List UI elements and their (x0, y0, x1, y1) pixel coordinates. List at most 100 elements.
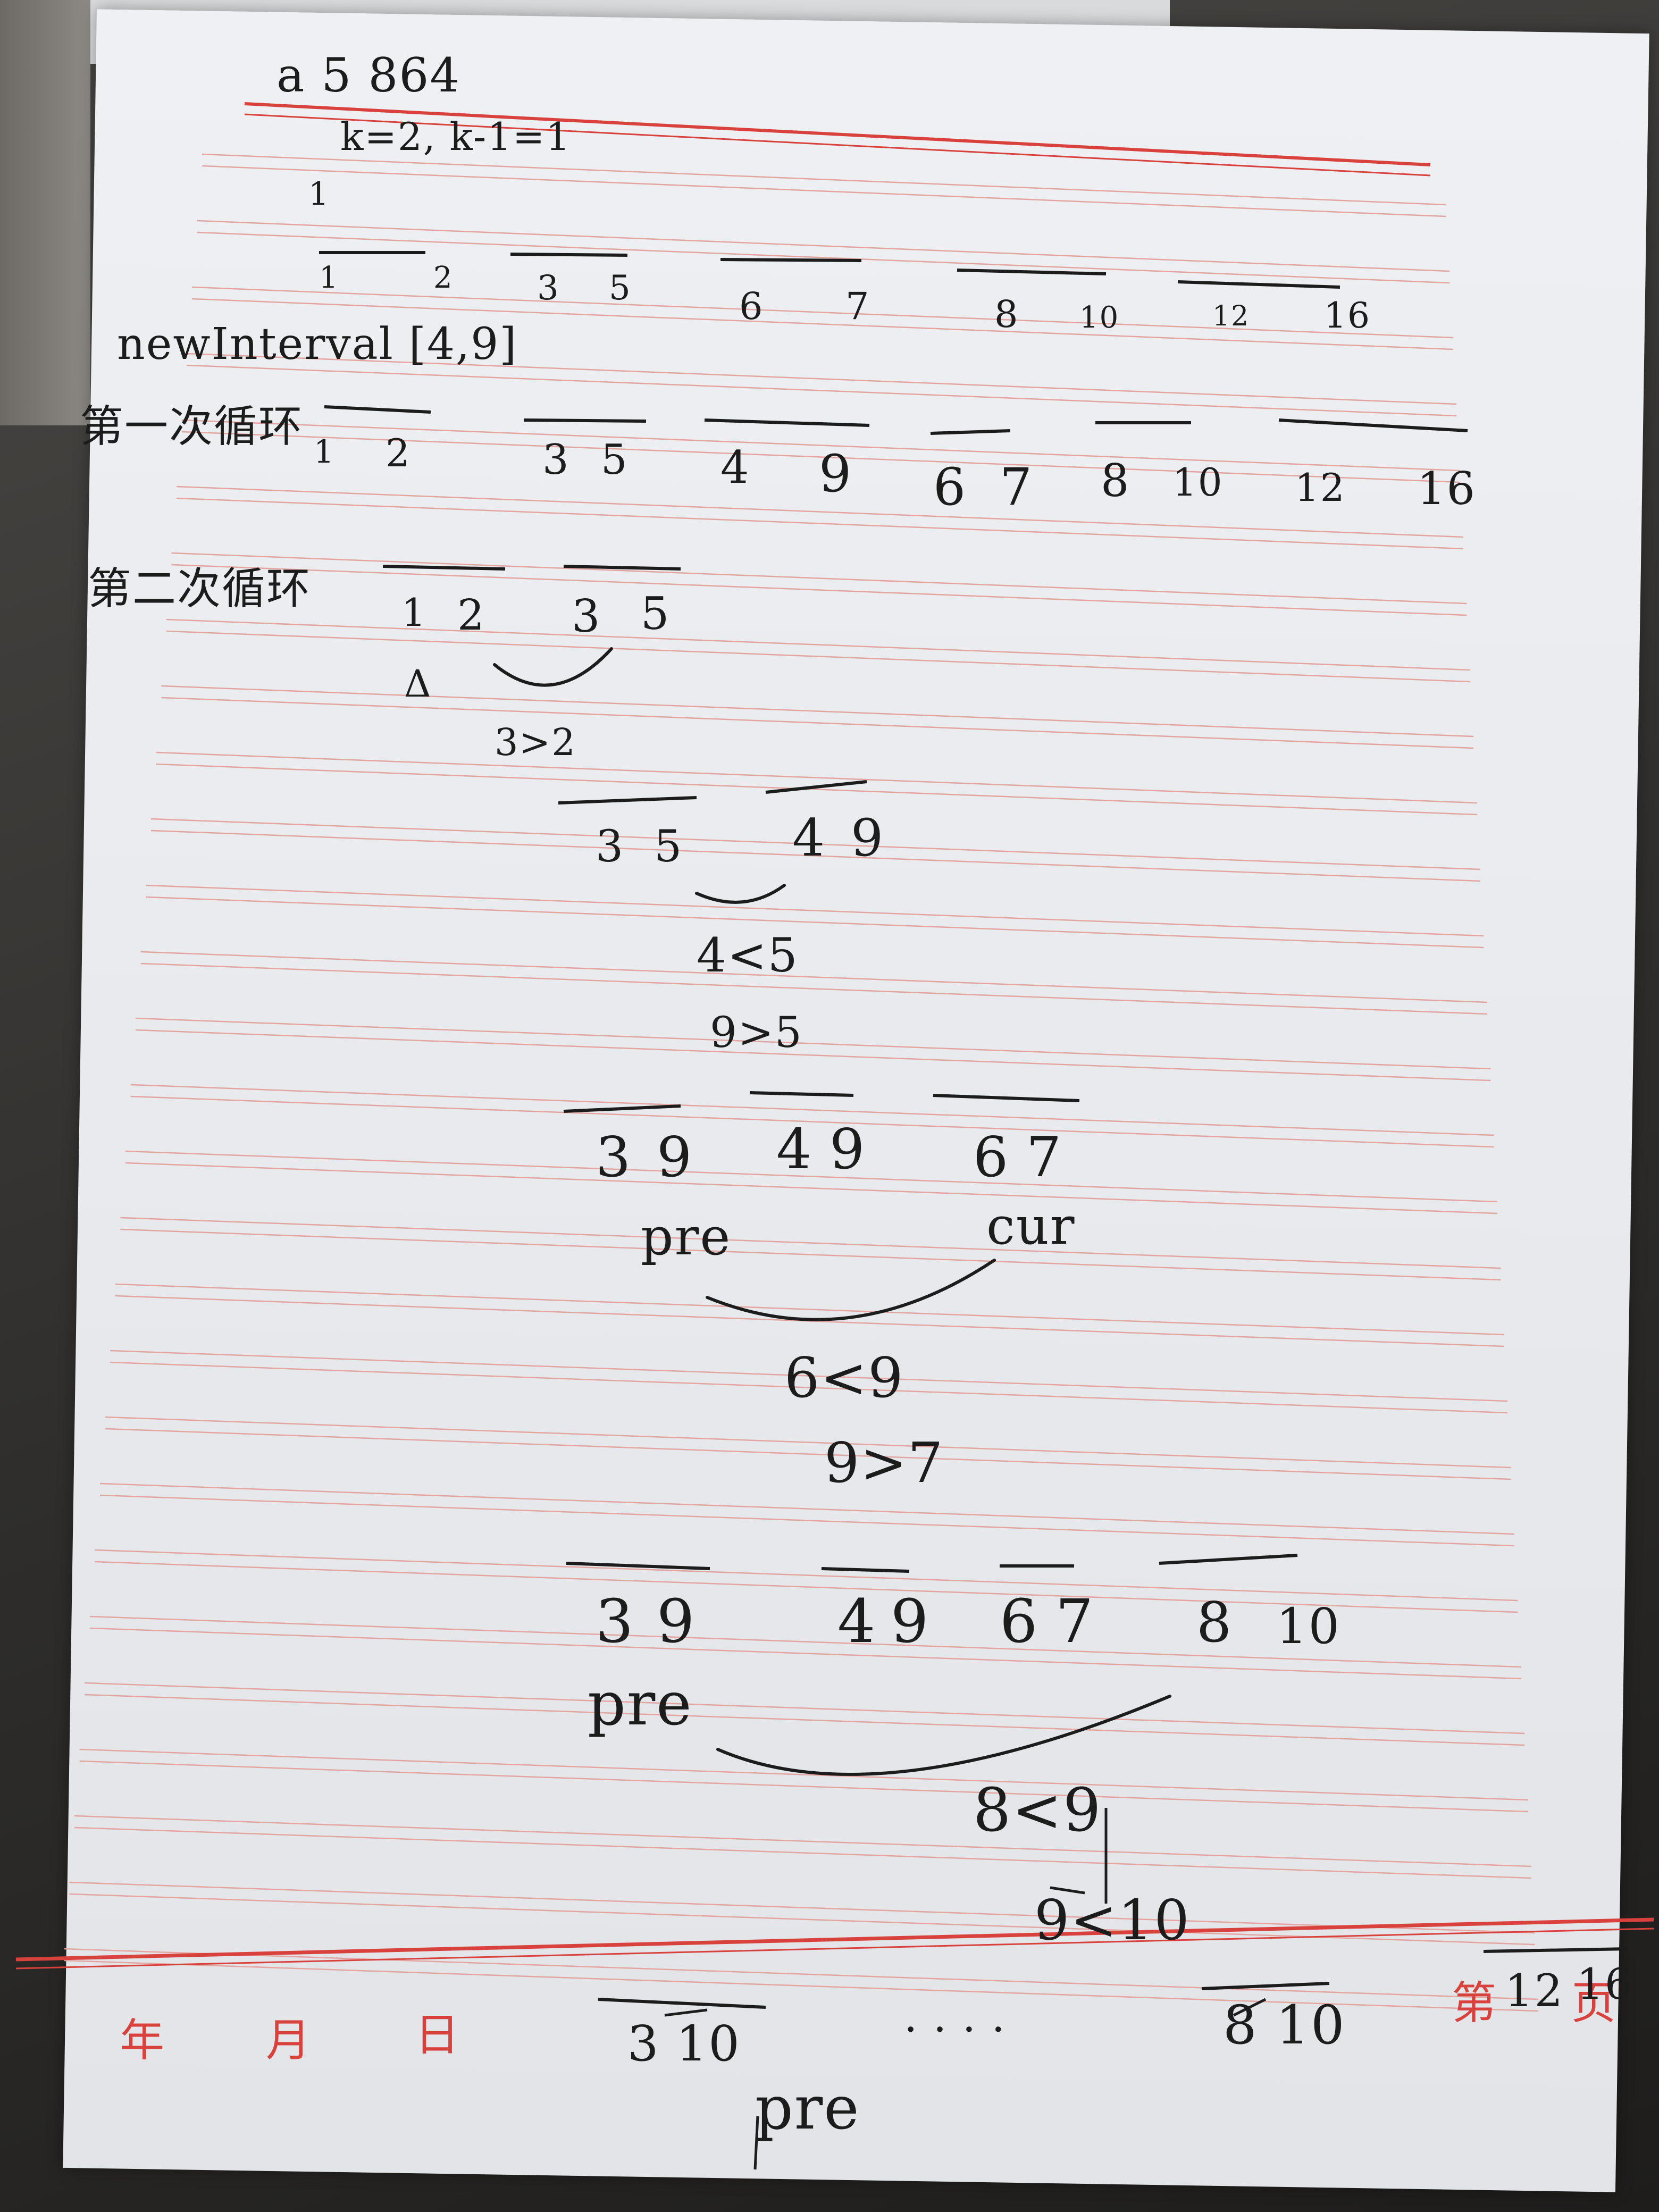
page-prefix: 第 (1452, 1977, 1498, 2029)
ruled-line (140, 962, 1487, 1015)
interval-overbar (510, 253, 628, 257)
interval-overbar (957, 269, 1107, 275)
interval-overbar (563, 1104, 681, 1113)
row0-value: 7 (845, 284, 870, 328)
bottom-interval-8-10: 8 10 (1223, 1994, 1346, 2056)
interval-overbar (704, 418, 870, 427)
interval-overbar (1483, 1947, 1628, 1953)
ruled-line (125, 1162, 1498, 1214)
ruled-line (110, 1361, 1508, 1414)
row1-value: 8 (1101, 455, 1130, 507)
header-note: a 5 864 (276, 48, 461, 103)
row1-value: 3 (542, 436, 570, 484)
ruled-line (171, 552, 1467, 605)
binder-edge (0, 0, 90, 425)
row5-value: 8 (1196, 1590, 1233, 1655)
interval-overbar (1177, 280, 1340, 289)
pre-label: pre (588, 1670, 693, 1739)
interval-overbar (765, 780, 867, 794)
ruled-line (69, 1893, 1535, 1946)
interval-overbar (324, 405, 431, 414)
row5-value: 10 (1276, 1598, 1341, 1655)
footer-year: 年 (120, 2014, 166, 2066)
ruled-line (85, 1682, 1525, 1735)
row0-value: 1 (319, 261, 339, 295)
ruled-line (105, 1428, 1511, 1480)
bottom-interval-3-10: 3 10 (627, 2015, 741, 2072)
ruled-line (191, 286, 1453, 339)
ruled-line (115, 1283, 1504, 1336)
interval-overbar (720, 258, 862, 262)
row1-value: 5 (601, 436, 629, 484)
row0-value: 10 (1079, 300, 1120, 335)
row2-value: 5 (641, 588, 671, 640)
page-overwrite-16: 16 (1577, 1959, 1633, 2009)
row2-value: 3 (572, 590, 601, 642)
ruled-line (161, 697, 1474, 749)
row1-value: 6 (933, 457, 967, 517)
row1-value: 10 (1172, 460, 1224, 505)
ruled-line (136, 1017, 1491, 1070)
interval-overbar (563, 565, 681, 571)
ruled-line (105, 1416, 1511, 1469)
loop2-label: 第二次循环 (88, 564, 312, 614)
ruled-line (171, 564, 1467, 616)
ruled-line (95, 1549, 1518, 1602)
new-interval-note: newInterval [4,9] (117, 319, 518, 370)
row0-value: 12 (1212, 300, 1250, 332)
row5-value: 9 (657, 1587, 696, 1656)
ruled-line (120, 1217, 1501, 1269)
ruled-line (89, 1615, 1521, 1668)
header-red-line (244, 102, 1431, 166)
ink-stroke (1233, 1998, 1267, 2017)
compare-arc (706, 1259, 996, 1321)
compare-arc (716, 1695, 1171, 1776)
row0-value: 6 (739, 284, 764, 328)
ruled-line (161, 685, 1474, 738)
ruled-line (136, 1029, 1491, 1082)
ruled-line (191, 298, 1453, 350)
ruled-line (187, 353, 1457, 405)
row1-value: 1 (314, 433, 336, 471)
compare-3-gt-2: 3>2 (495, 720, 576, 764)
footer-day: 日 (415, 2009, 461, 2061)
row1-value: 4 (720, 441, 750, 493)
ruled-line (146, 896, 1484, 949)
row4-value: 6 (973, 1125, 1010, 1189)
ruled-line (64, 1959, 1538, 2012)
ruled-line (89, 1627, 1521, 1680)
triangle-mark: Δ (404, 662, 432, 706)
interval-overbar (1159, 1554, 1298, 1565)
interval-overbar (1201, 1982, 1330, 1990)
ruled-line (69, 1881, 1535, 1934)
row0-value: 8 (994, 292, 1019, 336)
footer-red-line (15, 1917, 1654, 1962)
compare-arc (493, 647, 613, 687)
ruled-line (166, 630, 1470, 683)
compare-9-gt-7: 9>7 (824, 1430, 944, 1495)
ruled-line (130, 1084, 1494, 1136)
row2-value: 1 (401, 590, 427, 635)
row4-value: 7 (1026, 1125, 1063, 1189)
footer-month: 月 (266, 2014, 312, 2066)
interval-overbar (933, 1094, 1080, 1102)
row3-value: 5 (654, 822, 683, 872)
interval-overbar (930, 429, 1011, 435)
ink-stroke (1050, 1886, 1085, 1895)
row1-value: 12 (1295, 465, 1346, 510)
ruled-line (120, 1228, 1501, 1281)
footer-red-line (15, 1928, 1654, 1970)
interval-overbar (558, 796, 697, 805)
page-number: 12 (1505, 1965, 1564, 2017)
ruled-line (140, 951, 1487, 1003)
pre-label: pre (755, 2074, 860, 2143)
ruled-line (85, 1694, 1525, 1746)
ruled-line (202, 165, 1447, 217)
row5-value: 3 (596, 1587, 635, 1656)
ruled-line (110, 1350, 1508, 1402)
row1-value: 16 (1417, 463, 1476, 515)
row5-value: 6 (1000, 1587, 1039, 1656)
interval-overbar (598, 1998, 766, 2009)
ruled-line (150, 830, 1481, 882)
